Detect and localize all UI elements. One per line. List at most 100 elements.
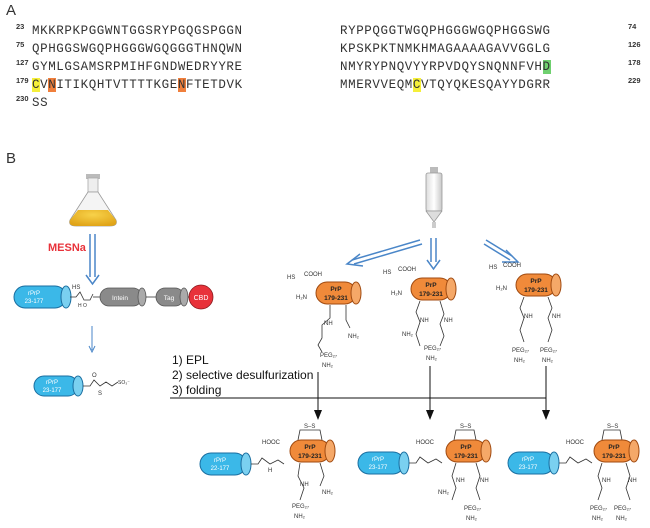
sequence-line: MMERVVEQMCVTQYQKESQAYYDGRR xyxy=(340,78,551,93)
sequence-panel: 23 MKKRPKPGGWNTGGSRYPGQGSPGGN RYPPQGGTWG… xyxy=(16,20,646,140)
sequence-segment: VTQYQKESQAYYDGRR xyxy=(421,78,551,92)
amine-label: H₂N xyxy=(496,286,507,292)
sequence-segment: MMERVVEQM xyxy=(340,78,413,92)
amine-label: NH₂ xyxy=(294,514,306,520)
amine-label: H₂N xyxy=(296,295,307,301)
sequence-line: NMYRYPNQVYYRPVDQYSNQNNFVHD xyxy=(340,60,551,75)
cbd-label: CBD xyxy=(194,295,209,302)
amine-label: NH₂ xyxy=(514,358,526,364)
amide-label: NH xyxy=(444,318,453,324)
amide-label: H O xyxy=(78,303,87,309)
prp-fragment-3: HS COOH H₂N PrP 179-231 NH NH PEG₂₇ PEG₂… xyxy=(489,263,562,364)
highlighted-residue: D xyxy=(542,60,551,74)
rprp-range: 23-177 xyxy=(25,299,44,305)
amide-label: NH xyxy=(602,478,611,484)
flask-icon xyxy=(69,174,117,227)
amide-label: NH xyxy=(524,314,533,320)
rprp-label: rPrP xyxy=(214,458,226,464)
highlighted-residue: C xyxy=(32,78,41,92)
sequence-line: SS xyxy=(32,96,49,110)
peg-label: PEG₂₇ xyxy=(464,506,481,512)
rprp-range: 23-177 xyxy=(519,465,538,471)
prp-range: 179-231 xyxy=(419,291,443,298)
carboxyl-label: HOOC xyxy=(416,440,435,446)
prp-label: PrP xyxy=(608,444,620,451)
flow-arrow xyxy=(345,239,423,267)
prp-range: 179-231 xyxy=(602,453,626,460)
amine-label: NH₂ xyxy=(616,516,628,522)
sequence-line: MKKRPKPGGWNTGGSRYPGQGSPGGN xyxy=(32,24,243,38)
peg-label: PEG₂₇ xyxy=(540,348,557,354)
product-3: rPrP 23-177 HOOC S–S PrP 179-231 NH NH P… xyxy=(507,424,640,522)
residue-number: 230 xyxy=(16,94,29,103)
flow-arrow xyxy=(314,372,322,420)
rprp-label: rPrP xyxy=(522,457,534,463)
sequence-segment: NMYRYPNQVYYRPVDQYSNQNNFVH xyxy=(340,60,543,74)
sulfur-label: S xyxy=(98,391,102,397)
amide-label: NH xyxy=(628,478,637,484)
step-1: 1) EPL xyxy=(172,353,209,367)
amide-label: NH₂ xyxy=(348,334,360,340)
product-1: rPrP 22-177 HOOC H S–S PrP 179-231 NH NH… xyxy=(199,424,336,520)
prp-label: PrP xyxy=(425,282,437,289)
amide-label: H xyxy=(268,468,272,474)
disulfide-label: S–S xyxy=(607,424,618,430)
disulfide-label: S–S xyxy=(460,424,471,430)
residue-number: 127 xyxy=(16,58,29,67)
thiol-label: HS xyxy=(287,275,295,281)
residue-number: 179 xyxy=(16,76,29,85)
amide-label: NH xyxy=(420,318,429,324)
prp-fragment-2: HS COOH H₂N PrP 179-231 NH NH NH₂ PEG₂₇ … xyxy=(383,267,457,362)
carboxyl-label: COOH xyxy=(503,263,521,269)
amine-label: NH₂ xyxy=(592,516,604,522)
amide-label: NH₂ xyxy=(402,332,414,338)
sulfonate-label: SO₃⁻ xyxy=(118,380,130,386)
residue-number: 178 xyxy=(628,58,641,67)
flow-arrow xyxy=(88,326,96,354)
sequence-segment: V xyxy=(40,78,49,92)
sequence-segment: FTETDVK xyxy=(185,78,243,92)
rprp-range: 23-177 xyxy=(369,465,388,471)
sequence-line: GYMLGSAMSRPMIHFGNDWEDRYYRE xyxy=(32,60,243,74)
rprp-range: 23-177 xyxy=(43,388,62,394)
carbonyl-label: O xyxy=(92,373,97,379)
flow-arrow xyxy=(426,366,434,420)
fusion-construct: rPrP 23-177 HS H O Intein Tag CBD xyxy=(13,284,214,310)
column-icon xyxy=(425,167,443,228)
intein-label: Intein xyxy=(112,295,128,302)
rprp-label: rPrP xyxy=(28,291,40,297)
sequence-line: CVNITIKQHTVTTTTKGENFTETDVK xyxy=(32,78,243,93)
amide-label: NH₂ xyxy=(438,490,450,496)
residue-number: 75 xyxy=(16,40,25,49)
peg-label: PEG₂₇ xyxy=(320,353,337,359)
step-3: 3) folding xyxy=(172,383,222,397)
amine-label: H₂N xyxy=(391,291,402,297)
disulfide-label: S–S xyxy=(304,424,315,430)
carboxyl-label: COOH xyxy=(304,272,322,278)
amide-label: NH xyxy=(480,478,489,484)
sequence-line: RYPPQGGTWGQPHGGGWGQPHGGSWG xyxy=(340,24,551,38)
reagent-label: MESNa xyxy=(48,242,87,254)
peg-label: PEG₂₇ xyxy=(614,506,631,512)
residue-number: 74 xyxy=(628,22,637,31)
highlighted-residue: N xyxy=(177,78,186,92)
peg-label: PEG₂₇ xyxy=(292,504,309,510)
amide-label: NH xyxy=(456,478,465,484)
flow-arrow xyxy=(85,234,100,286)
thiol-label: HS xyxy=(489,265,497,271)
thioester-construct: rPrP 23-177 O S SO₃⁻ xyxy=(33,373,130,397)
highlighted-residue: N xyxy=(48,78,57,92)
prp-range: 179-231 xyxy=(298,453,322,460)
residue-number: 229 xyxy=(628,76,641,85)
sequence-line: KPSKPKTNMKHMAGAAAAGAVVGGLG xyxy=(340,42,551,56)
prp-label: PrP xyxy=(530,278,542,285)
step-list: 1) EPL 2) selective desulfurization 3) f… xyxy=(172,353,313,398)
rprp-label: rPrP xyxy=(372,457,384,463)
highlighted-residue: C xyxy=(412,78,422,92)
residue-number: 126 xyxy=(628,40,641,49)
amine-label: NH₂ xyxy=(542,358,554,364)
rprp-label: rPrP xyxy=(46,380,58,386)
carboxyl-label: HOOC xyxy=(566,440,585,446)
prp-fragment-1: HS COOH H₂N PrP 179-231 NH NH₂ PEG₂₇ NH₂ xyxy=(287,272,362,369)
